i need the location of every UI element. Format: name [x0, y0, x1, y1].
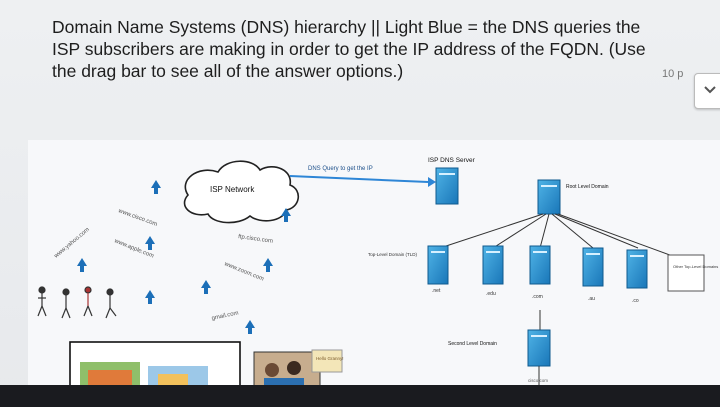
- collapse-button[interactable]: [694, 73, 720, 109]
- isp-network-cloud: ISP Network: [183, 160, 299, 224]
- hello-granny-sign: Hello Granny!: [311, 349, 344, 373]
- isp-network-label: ISP Network: [210, 185, 255, 194]
- query-label: www.yahoo.com: [53, 227, 91, 260]
- query-label: www.zoom.com: [222, 261, 264, 283]
- cisco-com-label: cisco.com: [528, 378, 548, 383]
- chevron-down-icon: [704, 86, 716, 94]
- dns-query-arrow: DNS Query to get the IP: [289, 166, 436, 187]
- root-level-label: Root Level Domain: [566, 184, 609, 190]
- tld-server-au: .au: [582, 247, 604, 302]
- tld-server-edu: .edu: [482, 245, 504, 297]
- bottom-bezel: [0, 385, 720, 407]
- dns-diagram-svg: ISP Network DNS Query to get the IP ISP …: [37, 157, 718, 407]
- tld-server-net: .net: [427, 245, 449, 294]
- tld-server-co: .co: [626, 249, 648, 304]
- isp-dns-server: ISP DNS Server: [428, 157, 476, 205]
- dns-query-label: DNS Query to get the IP: [308, 166, 373, 172]
- query-label: www.cisco.com: [116, 208, 158, 228]
- tld-name: .au: [588, 296, 595, 302]
- root-level-server: Root Level Domain: [537, 179, 609, 215]
- hello-label: Hello Granny!: [316, 356, 344, 361]
- tld-name: .co: [632, 298, 639, 304]
- root-tld-links: [439, 213, 679, 259]
- query-arrows: [77, 180, 291, 334]
- query-label: gmail.com: [211, 310, 239, 322]
- other-tld-box: Other Top-Level Domains: [667, 254, 718, 292]
- tld-name: .net: [432, 288, 441, 294]
- people-figures: [37, 286, 117, 319]
- points-label: 10 p: [662, 68, 684, 80]
- other-tld-label: Other Top-Level Domains: [673, 264, 718, 269]
- tld-server-com: .com: [529, 245, 551, 300]
- tld-label: Top-Level Domain (TLD): [368, 252, 418, 257]
- isp-dns-server-label: ISP DNS Server: [428, 157, 476, 164]
- dns-hierarchy-diagram: ISP Network DNS Query to get the IP ISP …: [28, 140, 720, 407]
- tld-name: .com: [532, 294, 543, 300]
- second-level-label: Second Level Domain: [448, 341, 497, 347]
- tld-name: .edu: [486, 291, 496, 297]
- question-text: Domain Name Systems (DNS) hierarchy || L…: [52, 17, 646, 81]
- query-label: ftp.cisco.com: [238, 234, 274, 245]
